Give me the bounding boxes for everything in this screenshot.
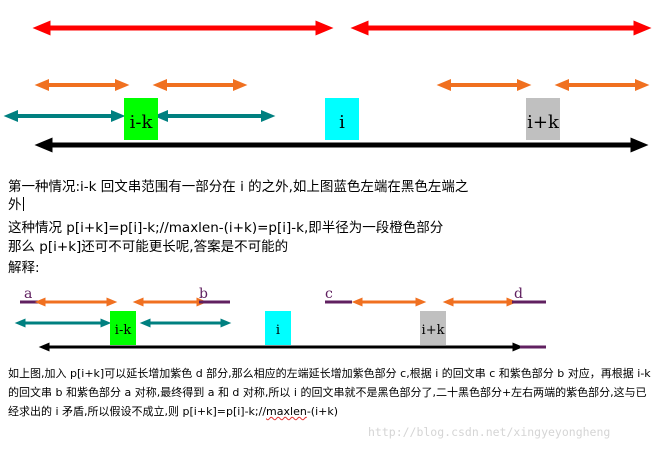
case-line-2-text: 外 — [8, 197, 22, 213]
maxlen-word: maxlen — [266, 405, 307, 418]
box-i — [325, 98, 359, 140]
box-i-plus-k-label: i+k — [527, 112, 560, 133]
box-b-i-minus-k-label: i-k — [115, 323, 132, 338]
explanation-heading: 解释: — [8, 260, 40, 276]
label-d: d — [514, 286, 523, 302]
case-line-2: 外 — [8, 196, 24, 214]
label-a: a — [24, 286, 32, 302]
box-b-i-plus-k-label: i+k — [422, 323, 445, 338]
case-line-1: 第一种情况:i-k 回文串范围有一部分在 i 的之外,如上图蓝色左端在黑色左端之 — [8, 179, 469, 195]
question-line: 那么 p[i+k]还可不可能更长呢,答案是不可能的 — [8, 239, 289, 255]
box-i-minus-k — [124, 98, 158, 140]
text-cursor — [22, 197, 24, 211]
explanation-tail: -(i+k) — [306, 405, 339, 418]
explanation-paragraph: 如上图,加入 p[i+k]可以延长增加紫色 d 部分,那么相应的左端延长增加紫色… — [8, 364, 653, 421]
watermark: http://blog.csdn.net/xingyeyongheng — [368, 425, 611, 439]
bottom-diagram: a b c d i-k i i+k — [14, 286, 546, 352]
label-b: b — [199, 286, 208, 302]
box-b-i-label: i — [276, 323, 280, 338]
box-i-label: i — [339, 112, 345, 133]
box-i-plus-k — [526, 98, 560, 140]
box-b-i-plus-k — [420, 311, 446, 345]
formula-line: 这种情况 p[i+k]=p[i]-k;//maxlen-(i+k)=p[i]-k… — [8, 220, 444, 236]
top-diagram: i-k i i+k — [3, 20, 652, 153]
box-i-minus-k-label: i-k — [130, 112, 154, 133]
box-b-i — [265, 311, 291, 345]
box-b-i-minus-k — [110, 311, 136, 345]
explanation-text: 如上图,加入 p[i+k]可以延长增加紫色 d 部分,那么相应的左端延长增加紫色… — [8, 367, 651, 418]
label-c: c — [325, 286, 333, 302]
